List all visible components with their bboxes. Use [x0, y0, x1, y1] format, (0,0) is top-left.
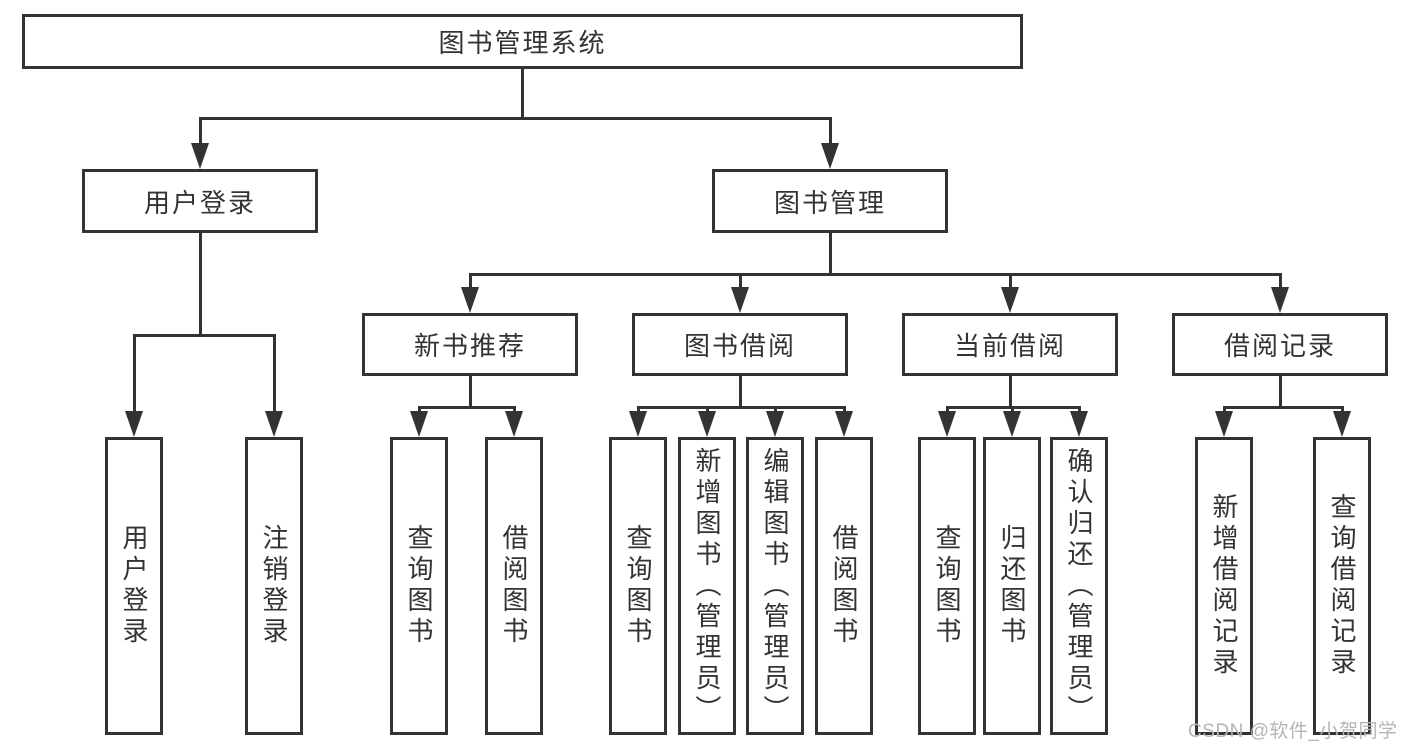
- leaf-return-books: 归还图书: [983, 437, 1041, 735]
- arrowhead-leaf-icon: [629, 411, 647, 437]
- node-root: 图书管理系统: [22, 14, 1023, 69]
- arrowhead-book-mgmt-icon: [821, 143, 839, 169]
- connector-borrowing-bracket: [636, 406, 846, 409]
- leaf-user-login: 用户登录: [105, 437, 163, 735]
- connector-l3-drop: [468, 273, 472, 289]
- arrowhead-leaf-icon: [505, 411, 523, 437]
- arrowhead-leaf-logout-icon: [265, 411, 283, 437]
- leaf-add-book-admin: 新增图书（管理员）: [678, 437, 736, 735]
- leaf-logout-login: 注销登录: [245, 437, 303, 735]
- arrowhead-borrow-records-icon: [1271, 287, 1289, 313]
- arrowhead-user-login-icon: [191, 143, 209, 169]
- connector-l3-drop: [1278, 273, 1282, 289]
- leaf-query-books-current: 查询图书: [918, 437, 976, 735]
- connector-borrowing-stem: [738, 376, 742, 408]
- node-new-book-recommendation: 新书推荐: [362, 313, 578, 376]
- leaf-query-books-recommend: 查询图书: [390, 437, 448, 735]
- connector-records-stem: [1278, 376, 1282, 408]
- node-user-login: 用户登录: [82, 169, 318, 233]
- leaf-query-borrow-record: 查询借阅记录: [1313, 437, 1371, 735]
- arrowhead-book-borrow-icon: [731, 287, 749, 313]
- arrowhead-leaf-icon: [410, 411, 428, 437]
- arrowhead-leaf-icon: [1333, 411, 1351, 437]
- node-borrowing-records: 借阅记录: [1172, 313, 1388, 376]
- connector-level3-bracket: [468, 273, 1282, 276]
- connector-level1-bracket: [198, 117, 832, 120]
- connector-recommend-stem: [468, 376, 472, 408]
- arrowhead-leaf-icon: [698, 411, 716, 437]
- connector-current-stem: [1008, 376, 1012, 408]
- connector-leaf-drop: [132, 334, 136, 414]
- connector-l3-drop: [738, 273, 742, 289]
- arrowhead-leaf-icon: [1003, 411, 1021, 437]
- arrowhead-leaf-icon: [766, 411, 784, 437]
- node-book-borrowing: 图书借阅: [632, 313, 848, 376]
- connector-book-mgmt-drop: [828, 117, 832, 147]
- node-current-borrowing: 当前借阅: [902, 313, 1118, 376]
- leaf-borrow-books-borrow: 借阅图书: [815, 437, 873, 735]
- connector-book-mgmt-stem: [828, 233, 832, 275]
- arrowhead-current-borrow-icon: [1001, 287, 1019, 313]
- connector-records-bracket: [1222, 406, 1344, 409]
- leaf-confirm-return-admin: 确认归还（管理员）: [1050, 437, 1108, 735]
- arrowhead-new-book-icon: [461, 287, 479, 313]
- connector-recommend-bracket: [417, 406, 516, 409]
- arrowhead-leaf-icon: [1070, 411, 1088, 437]
- arrowhead-leaf-icon: [835, 411, 853, 437]
- leaf-borrow-books-recommend: 借阅图书: [485, 437, 543, 735]
- arrowhead-leaf-user-login-icon: [125, 411, 143, 437]
- leaf-add-borrow-record: 新增借阅记录: [1195, 437, 1253, 735]
- arrowhead-leaf-icon: [938, 411, 956, 437]
- connector-user-login-drop: [198, 117, 202, 147]
- leaf-query-books-borrow: 查询图书: [609, 437, 667, 735]
- connector-leaf-drop: [272, 334, 276, 414]
- connector-user-login-stem: [198, 233, 202, 336]
- arrowhead-leaf-icon: [1215, 411, 1233, 437]
- connector-l3-drop: [1008, 273, 1012, 289]
- connector-root-stem: [520, 69, 524, 118]
- node-book-management: 图书管理: [712, 169, 948, 233]
- watermark-text: CSDN @软件_小贺同学: [1188, 721, 1398, 742]
- leaf-edit-book-admin: 编辑图书（管理员）: [746, 437, 804, 735]
- connector-user-login-bracket: [132, 334, 276, 337]
